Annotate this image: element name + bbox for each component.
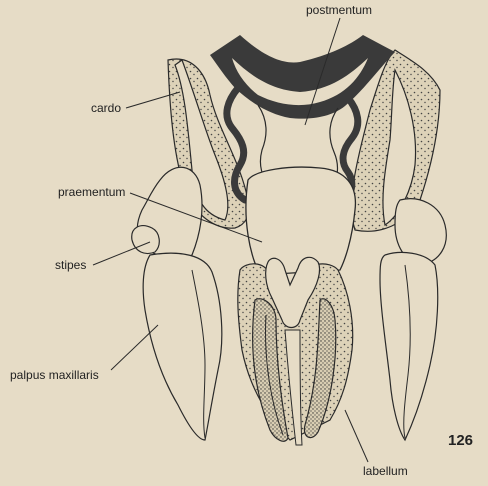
praementum — [246, 167, 355, 275]
leader-palpus — [111, 325, 158, 370]
label-stipes: stipes — [55, 259, 86, 271]
leader-stipes — [93, 242, 150, 265]
label-praementum: praementum — [58, 186, 125, 198]
label-postmentum: postmentum — [306, 4, 372, 16]
palpus-right — [380, 252, 438, 440]
leader-labellum — [345, 410, 368, 462]
postmentum-sclerite — [210, 35, 395, 119]
figure-number: 126 — [448, 432, 473, 449]
label-cardo: cardo — [91, 102, 121, 114]
label-palpus-maxillaris: palpus maxillaris — [10, 369, 99, 381]
stipes-left-knob — [132, 226, 160, 254]
palpus-left — [143, 253, 222, 440]
label-labellum: labellum — [363, 465, 408, 477]
